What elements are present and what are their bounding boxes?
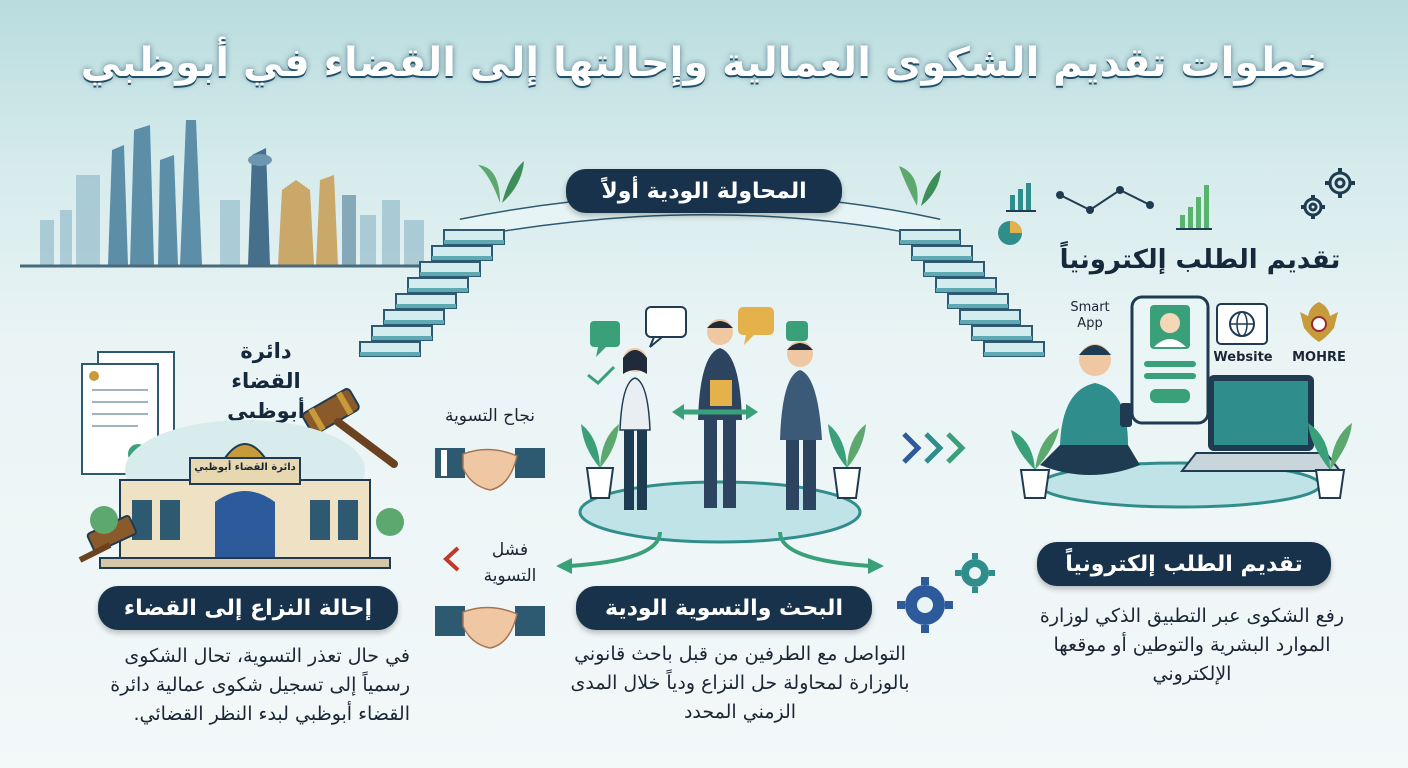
plant-icon — [478, 161, 524, 203]
person-laptop-illustration — [1038, 344, 1343, 509]
step-3-text: في حال تعذر التسوية، تحال الشكوى رسمياً … — [110, 645, 410, 725]
bridge-label: المحاولة الودية أولاً — [566, 169, 842, 213]
negotiation-platform-illustration — [578, 319, 862, 544]
step-1-pill: تقديم الطلب إلكترونياً — [1037, 542, 1331, 586]
step-2-text: التواصل مع الطرفين من قبل باحث قانوني با… — [570, 643, 910, 723]
plant-icon — [1011, 428, 1059, 499]
gear-icon — [1301, 168, 1355, 219]
chat-bubble-icon — [587, 306, 808, 386]
page-title: خطوات تقديم الشكوى العمالية وإحالتها إلى… — [80, 40, 1328, 86]
court-building-icon — [78, 420, 404, 569]
branch-arrows — [556, 531, 884, 574]
globe-icon[interactable] — [1215, 302, 1269, 346]
skyline-icon — [20, 120, 440, 268]
mohre-label: MOHRE — [1292, 350, 1346, 365]
handshake-icon — [435, 606, 545, 649]
chart-icon — [998, 183, 1212, 245]
top-right-heading: تقديم الطلب إلكترونياً — [1059, 245, 1341, 275]
plant-icon — [828, 424, 866, 499]
website-label: Website — [1213, 350, 1273, 365]
smart-app-label: Smart App — [1070, 300, 1110, 331]
handshake-icon — [435, 448, 545, 491]
phone-icon[interactable] — [1130, 295, 1210, 425]
court-label: دائرة القضاء أبوظبي — [227, 339, 305, 423]
settlement-success-label: نجاح التسوية — [444, 406, 536, 426]
plant-icon — [1308, 423, 1352, 499]
chevron-left-icon — [443, 546, 460, 572]
plant-icon — [899, 166, 941, 206]
settlement-failure-label: فشل التسوية — [483, 540, 537, 586]
building-sign: دائرة القضاء أبوظبي — [194, 462, 296, 473]
emblem-icon — [1300, 302, 1338, 342]
chevron-right-icon — [902, 432, 966, 464]
plant-icon — [581, 424, 619, 499]
step-2-pill: البحث والتسوية الودية — [576, 586, 872, 630]
step-3-pill: إحالة النزاع إلى القضاء — [98, 586, 398, 630]
gavel-icon — [301, 388, 398, 468]
step-1-text: رفع الشكوى عبر التطبيق الذكي لوزارة المو… — [1039, 605, 1345, 685]
gear-icon — [897, 553, 995, 633]
